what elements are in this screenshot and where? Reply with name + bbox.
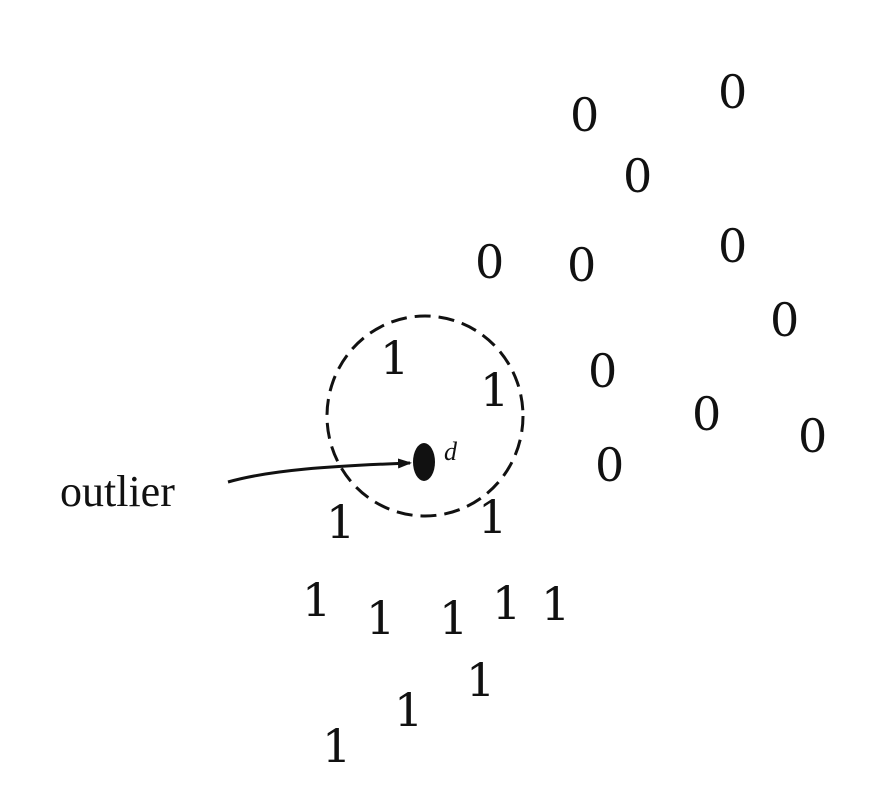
class-1-point: 1 [466,653,495,707]
class-1-point: 1 [478,490,507,544]
class-1-point: 1 [480,363,509,417]
class-0-point: 0 [692,387,721,441]
class-1-point: 1 [492,576,521,630]
class-0-points: 0 0 0 0 0 0 0 0 0 0 0 [475,65,827,492]
class-1-point: 1 [366,591,395,645]
class-1-points: 1 1 1 1 1 1 1 1 1 1 1 1 [302,331,570,773]
radius-label: d [444,437,458,466]
class-0-point: 0 [798,409,827,463]
class-0-point: 0 [595,438,624,492]
neighborhood-circle [325,314,525,518]
class-0-point: 0 [588,344,617,398]
class-1-point: 1 [326,495,355,549]
class-0-point: 0 [770,293,799,347]
class-1-point: 1 [380,331,409,385]
class-1-point: 1 [439,591,468,645]
class-0-point: 0 [623,149,652,203]
outlier-point [413,443,435,481]
class-0-point: 0 [718,219,747,273]
outlier-label: outlier [60,467,175,516]
class-1-point: 1 [322,719,351,773]
class-0-point: 0 [475,235,504,289]
class-1-point: 1 [302,573,331,627]
outlier-arrow [227,458,412,484]
class-1-point: 1 [541,577,570,631]
class-1-point: 1 [394,683,423,737]
class-0-point: 0 [718,65,747,119]
class-0-point: 0 [567,238,596,292]
class-0-point: 0 [570,88,599,142]
